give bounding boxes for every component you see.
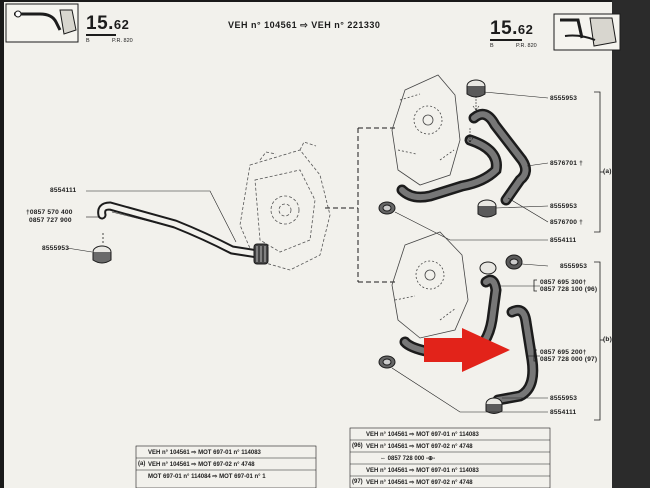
table-left-row-1: VEH n° 104561 ⇨ MOT 697-01 n° 114083 — [148, 450, 261, 456]
table-left-row-2-tag: (a) — [138, 461, 146, 467]
part-num-left-1: 8554111 — [50, 187, 77, 194]
part-num-right-6: 8555953 — [560, 263, 588, 270]
part-num-right-8a: 0857 695 200† — [540, 349, 587, 356]
part-num-right-5: 8554111 — [550, 237, 577, 244]
left-sub-a: B — [86, 38, 90, 44]
left-sub-b: P.R. 820 — [112, 38, 133, 44]
table-left-row-2: VEH n° 104561 ⇨ MOT 697-02 n° 4748 — [148, 462, 255, 468]
engine-sketch-center — [239, 141, 331, 271]
clamps-upper — [378, 79, 497, 218]
part-num-right-7b: 0857 728 100 (96) — [540, 286, 598, 293]
group-brackets — [533, 91, 604, 421]
part-num-right-1: 8555953 — [550, 95, 578, 102]
part-num-right-2: 8576701 † — [550, 160, 583, 167]
part-num-left-3: 8555953 — [42, 245, 70, 252]
bracket-label-a: (a) — [603, 168, 612, 175]
table-right-row-5-tag: (97) — [352, 479, 363, 485]
part-num-right-3: 8555953 — [550, 203, 578, 210]
table-right-row-2: VEH n° 104561 ⇨ MOT 697-02 n° 4748 — [366, 444, 473, 450]
paper-sheet — [4, 2, 620, 488]
left-page-number: 15.62 — [86, 13, 130, 34]
bracket-label-b: (b) — [603, 336, 613, 343]
thumbnail-left — [5, 3, 79, 43]
table-right-row-2-tag: (96) — [352, 443, 363, 449]
right-sub-a: B — [490, 43, 494, 49]
table-right-row-5: VEH n° 104561 ⇨ MOT 697-02 n° 4748 — [366, 480, 473, 486]
part-num-right-10: 8554111 — [550, 409, 577, 416]
right-page-number: 15.62 — [490, 18, 534, 39]
vehicle-range-header: VEH n° 104561 ⇨ VEH n° 221330 — [228, 20, 381, 30]
table-lines — [135, 427, 551, 488]
leaders-upper — [394, 91, 549, 241]
page-edge-shadow — [612, 0, 650, 488]
clamps-lower — [378, 254, 523, 414]
part-num-right-7a: 0857 695 300† — [540, 279, 587, 286]
hose-upper-a — [468, 108, 531, 206]
engine-sketch-upper — [391, 74, 461, 186]
hose-left — [92, 201, 269, 265]
hose-upper-b — [396, 134, 502, 203]
part-num-left-2a: †0857 570 400 — [26, 209, 73, 216]
engine-sketch-lower — [391, 231, 469, 339]
right-sub-b: P.R. 820 — [516, 43, 537, 49]
part-num-right-8b: 0857 728 000 (97) — [540, 356, 598, 363]
red-pointer-arrow — [424, 328, 510, 372]
table-right-row-1: VEH n° 104561 ⇨ MOT 697-01 n° 114083 — [366, 432, 479, 438]
table-right-row-4: VEH n° 104561 ⇨ MOT 697-01 n° 114083 — [366, 468, 479, 474]
thumbnail-right — [553, 13, 621, 51]
hose-lower-b — [492, 304, 539, 406]
part-num-left-2b: 0857 727 900 — [29, 217, 72, 224]
part-num-right-4: 8576700 † — [550, 219, 583, 226]
table-left-row-3: MOT 697-01 n° 114084 ⇨ MOT 697-01 n° 1 — [148, 474, 266, 480]
part-num-right-9: 8555953 — [550, 395, 578, 402]
dashed-connector — [325, 127, 395, 283]
leaders-left — [66, 190, 237, 253]
table-right-row-3: ⇔ 0857 728 000 -⊕- — [380, 456, 436, 462]
